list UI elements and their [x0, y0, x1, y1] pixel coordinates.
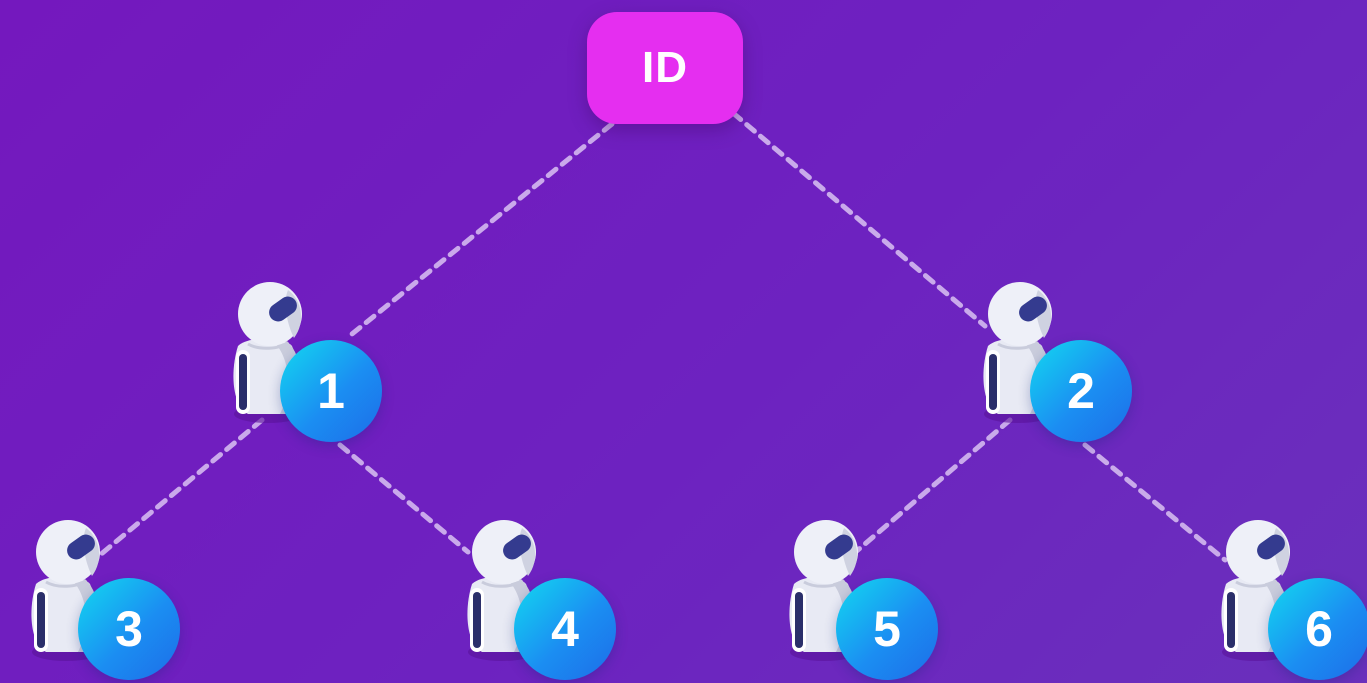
- edge-1-3: [97, 417, 265, 558]
- node-badge-4: 4: [514, 578, 616, 680]
- robot-node-2: 2: [968, 276, 1148, 442]
- node-label-5: 5: [873, 601, 901, 657]
- node-badge-6: 6: [1268, 578, 1367, 680]
- robot-node-6: 6: [1206, 514, 1367, 680]
- robot-node-5: 5: [774, 514, 954, 680]
- robot-node-3: 3: [16, 514, 196, 680]
- node-label-3: 3: [115, 601, 143, 657]
- node-label-6: 6: [1305, 601, 1333, 657]
- node-badge-3: 3: [78, 578, 180, 680]
- edge-id-1: [349, 121, 615, 337]
- robot-node-1: 1: [218, 276, 398, 442]
- node-label-1: 1: [317, 363, 345, 419]
- node-label-4: 4: [551, 601, 579, 657]
- root-node-id: ID: [587, 12, 743, 124]
- edge-2-5: [849, 417, 1013, 558]
- edge-2-6: [1082, 442, 1228, 563]
- node-badge-5: 5: [836, 578, 938, 680]
- root-label: ID: [642, 43, 688, 92]
- edge-1-4: [337, 442, 471, 555]
- node-badge-1: 1: [280, 340, 382, 442]
- node-label-2: 2: [1067, 363, 1095, 419]
- edge-id-2: [730, 110, 988, 329]
- node-badge-2: 2: [1030, 340, 1132, 442]
- robot-node-4: 4: [452, 514, 632, 680]
